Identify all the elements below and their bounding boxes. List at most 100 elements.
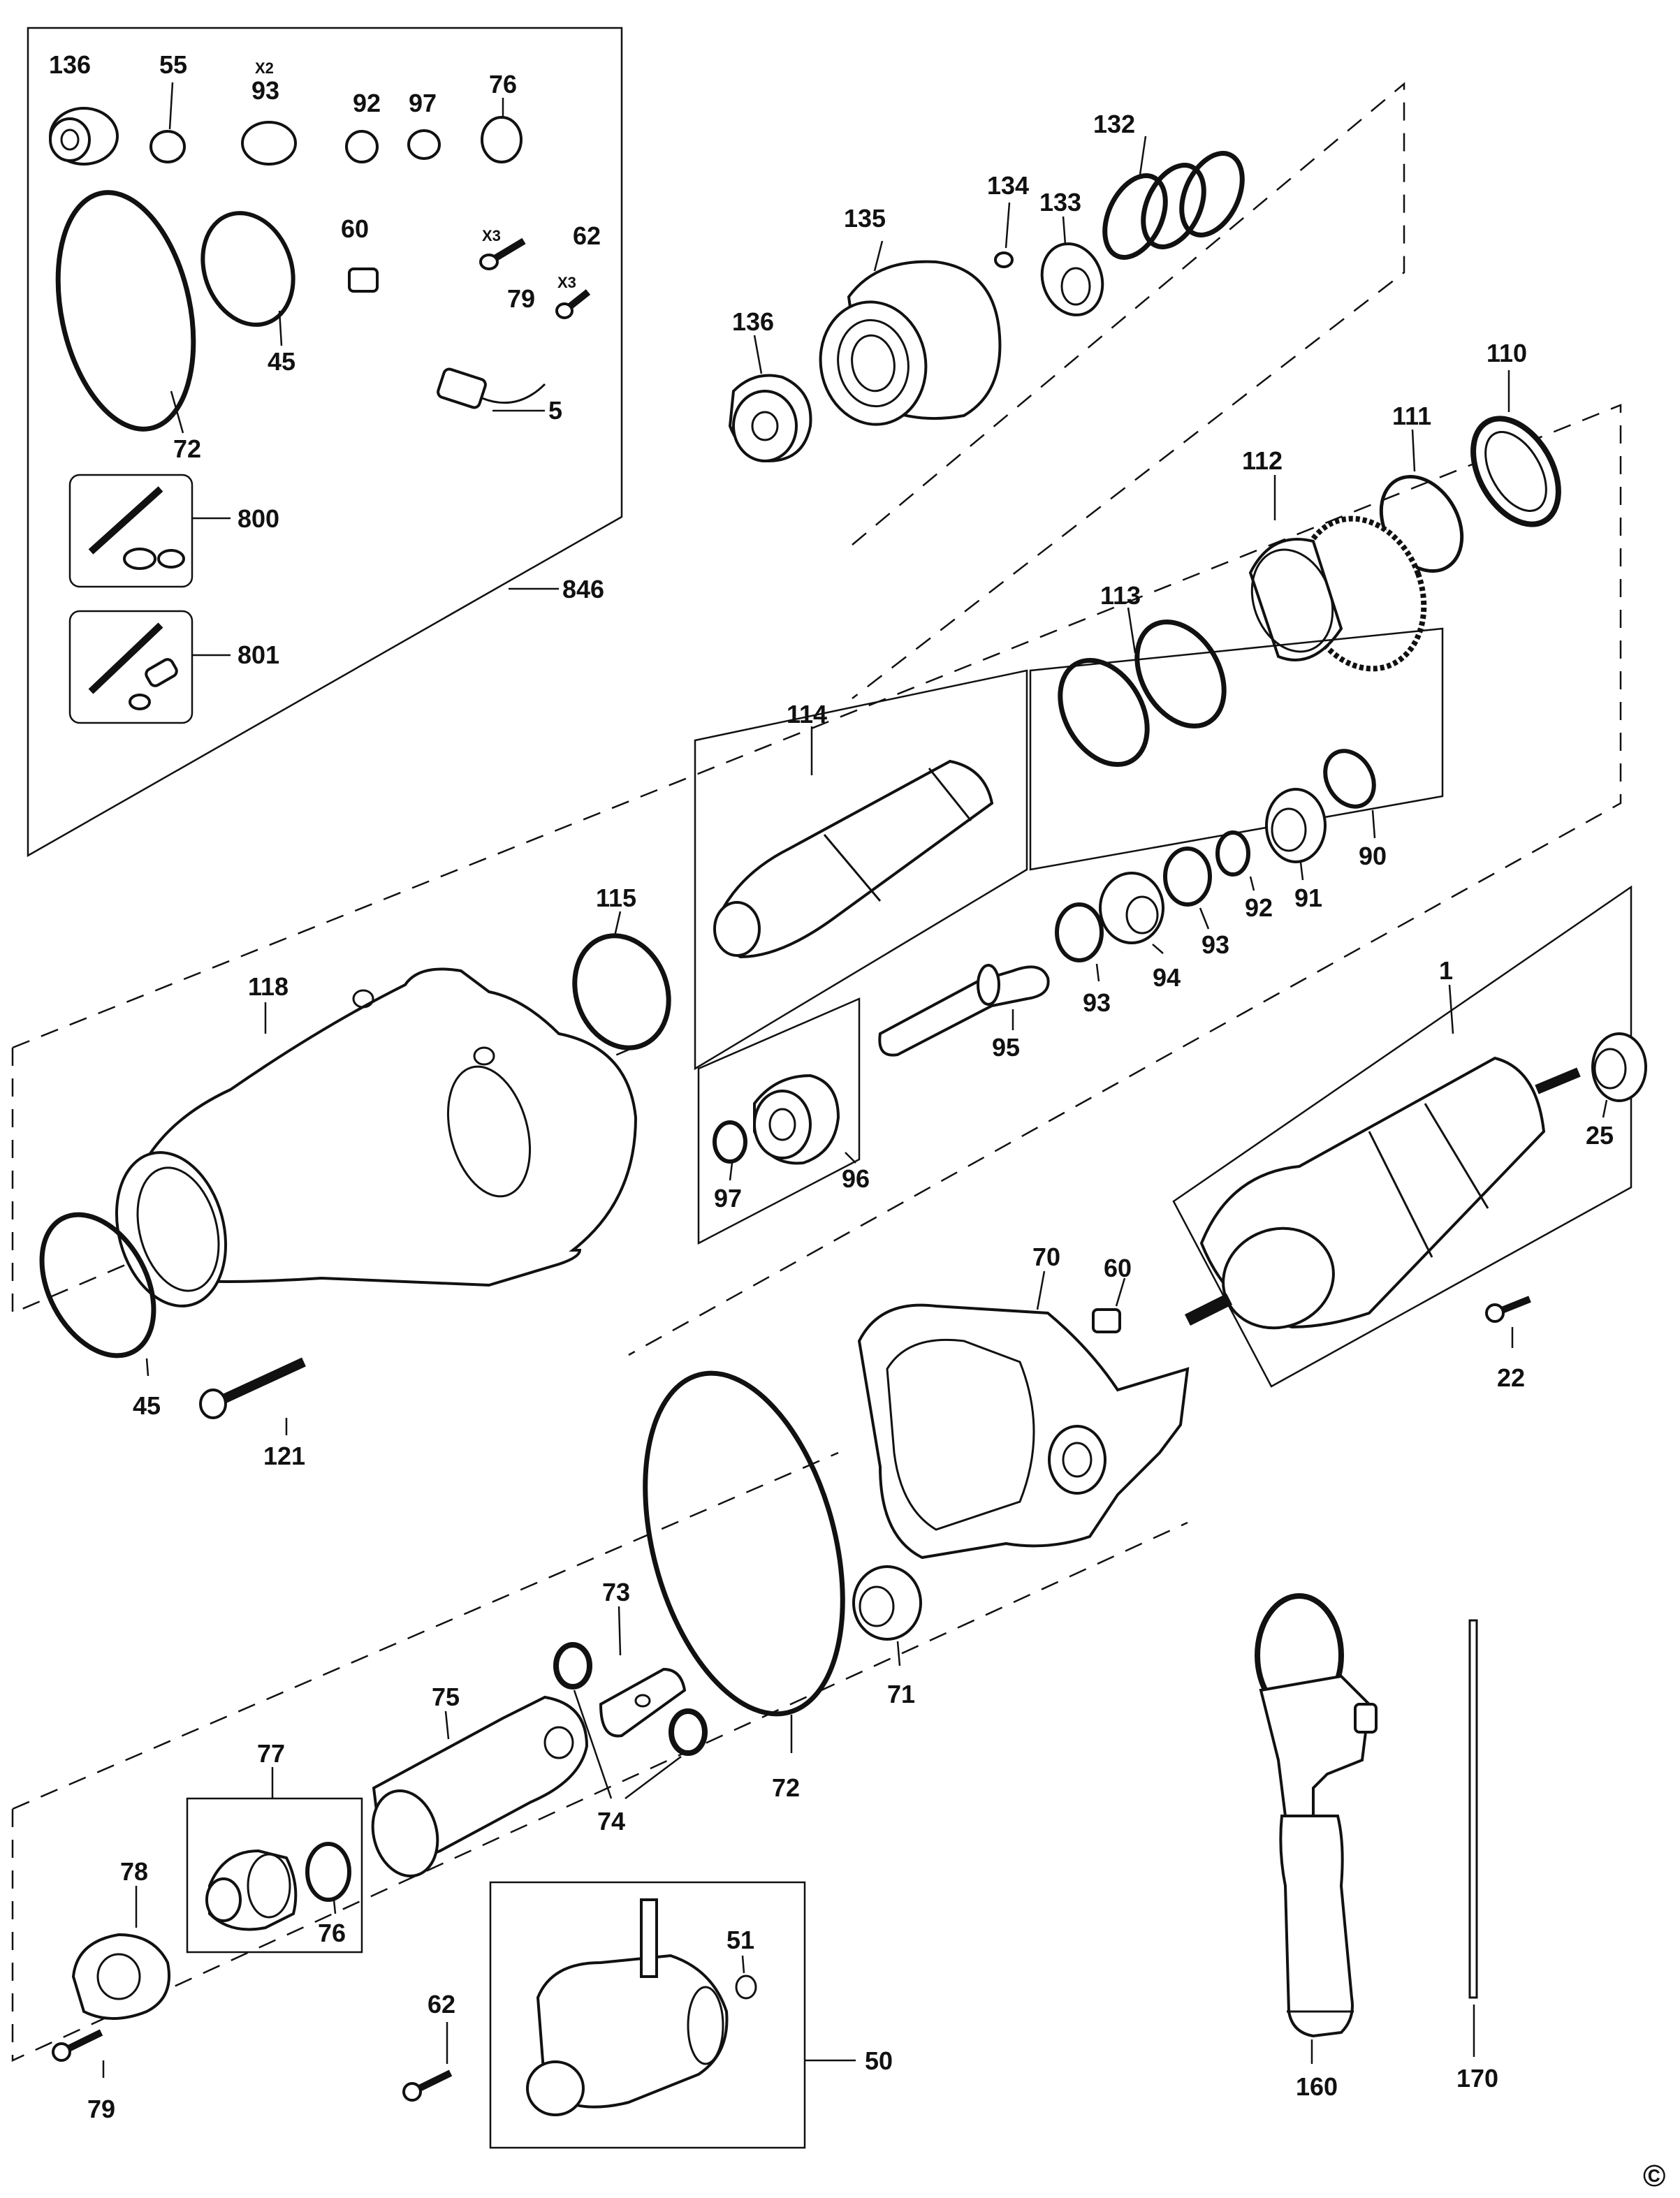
kit-label-801: 801 (238, 640, 279, 669)
part-60-clip (1092, 1308, 1121, 1333)
kit-box-846: 846 136 55 X2 93 92 97 76 72 4 (27, 27, 623, 858)
label-121: 121 (263, 1442, 305, 1470)
assembly-guide-lines (11, 82, 1622, 2062)
label-94: 94 (1153, 963, 1181, 992)
part-72-oring (643, 1370, 845, 1717)
label-93-a: 93 (1201, 930, 1229, 959)
label-96: 96 (842, 1164, 870, 1193)
label-62: 62 (428, 1990, 455, 2019)
kit-qty-62: X3 (557, 274, 576, 291)
label-95: 95 (992, 1033, 1020, 1062)
kit-qty-79: X3 (482, 227, 501, 244)
kit-label-76: 76 (489, 70, 517, 98)
kit-part-801-toolset (68, 610, 193, 724)
kit-label-60: 60 (341, 214, 369, 243)
label-134: 134 (987, 171, 1029, 200)
label-45: 45 (133, 1391, 161, 1420)
label-73: 73 (602, 1578, 630, 1606)
kit-label-800: 800 (238, 504, 279, 533)
copyright-symbol: © (1643, 2159, 1665, 2193)
kit-label-45: 45 (268, 347, 295, 376)
part-121-screw (199, 1357, 306, 1419)
part-79-screw (52, 2029, 103, 2062)
part-71-bearing (852, 1565, 922, 1641)
label-78: 78 (120, 1857, 148, 1886)
kit-label-5: 5 (548, 396, 562, 425)
kit-part-800-toolset (68, 474, 193, 588)
part-62-screw (402, 2069, 453, 2102)
label-92: 92 (1245, 893, 1273, 922)
label-51: 51 (726, 1926, 754, 1954)
label-75: 75 (432, 1683, 460, 1711)
part-133-plate (1040, 242, 1104, 316)
part-22-screw (1485, 1296, 1531, 1323)
part-75-piston (371, 1695, 589, 1878)
label-76: 76 (318, 1919, 346, 1947)
label-118: 118 (248, 972, 288, 1001)
label-72: 72 (772, 1773, 800, 1802)
label-91: 91 (1294, 884, 1322, 912)
kit-label-92: 92 (353, 89, 381, 117)
label-112: 112 (1242, 446, 1283, 475)
part-74-rings (553, 1642, 708, 1756)
part-78-clamp (71, 1933, 170, 2020)
part-50-gear-assembly (526, 1898, 729, 2116)
label-114: 114 (787, 700, 827, 728)
kit-label-93: 93 (251, 76, 279, 105)
part-1-armature (1184, 1056, 1581, 1330)
label-22: 22 (1497, 1363, 1525, 1392)
group-box-114 (694, 669, 1028, 1071)
part-118-gear-housing (115, 967, 638, 1307)
copyright-mark: © (1643, 2159, 1665, 2193)
part-95-striker (878, 964, 1050, 1057)
label-170: 170 (1456, 2064, 1498, 2093)
label-77: 77 (257, 1739, 285, 1768)
part-77-bearing (205, 1849, 298, 1931)
kit-label-62: 62 (573, 221, 601, 250)
part-136-bearing (728, 374, 812, 463)
part-135-chuck-sleeve (819, 260, 1002, 426)
part-96-bearing (753, 1074, 840, 1165)
kit-label-79: 79 (507, 284, 535, 313)
label-133: 133 (1039, 188, 1081, 217)
group-box-50 (489, 1881, 806, 2149)
kit-qty-93: X2 (255, 59, 274, 77)
part-97-ring (713, 1120, 747, 1164)
part-115-oring (572, 933, 671, 1050)
label-160: 160 (1296, 2072, 1338, 2101)
kit-part-93-ring (241, 121, 297, 166)
label-110: 110 (1487, 339, 1527, 367)
kit-part-62-screw (555, 289, 591, 319)
label-74: 74 (597, 1807, 625, 1836)
kit-part-55-ring (149, 130, 186, 163)
part-51-ring (735, 1974, 757, 2000)
label-111: 111 (1392, 402, 1431, 430)
part-132-spring (1102, 151, 1245, 260)
kit-label-97: 97 (409, 89, 437, 117)
kit-part-5-cable (437, 367, 546, 409)
kit-part-136-bearing (49, 107, 119, 166)
kit-part-92-ring (345, 130, 379, 163)
kit-part-45-ring (200, 211, 295, 327)
part-92-ring (1215, 830, 1250, 877)
group-box-77 (186, 1797, 363, 1954)
label-113: 113 (1100, 581, 1141, 610)
label-135: 135 (844, 204, 886, 233)
kit-label-846: 846 (562, 575, 604, 603)
part-25-bearing (1591, 1032, 1647, 1102)
part-90-snap-ring (1323, 749, 1376, 809)
label-60: 60 (1104, 1254, 1132, 1282)
kit-label-55: 55 (159, 50, 187, 79)
label-93-b: 93 (1083, 988, 1111, 1017)
label-97: 97 (714, 1184, 742, 1212)
part-113-spring (1058, 619, 1227, 768)
part-112-gear (1248, 515, 1427, 672)
part-134-ball (994, 251, 1014, 268)
part-70-motor-housing (857, 1303, 1190, 1560)
kit-part-79-screw (479, 237, 526, 270)
label-136: 136 (732, 307, 774, 336)
kit-part-72-oring (55, 190, 196, 432)
label-115: 115 (596, 884, 636, 912)
part-93-ring-b (1055, 902, 1104, 962)
